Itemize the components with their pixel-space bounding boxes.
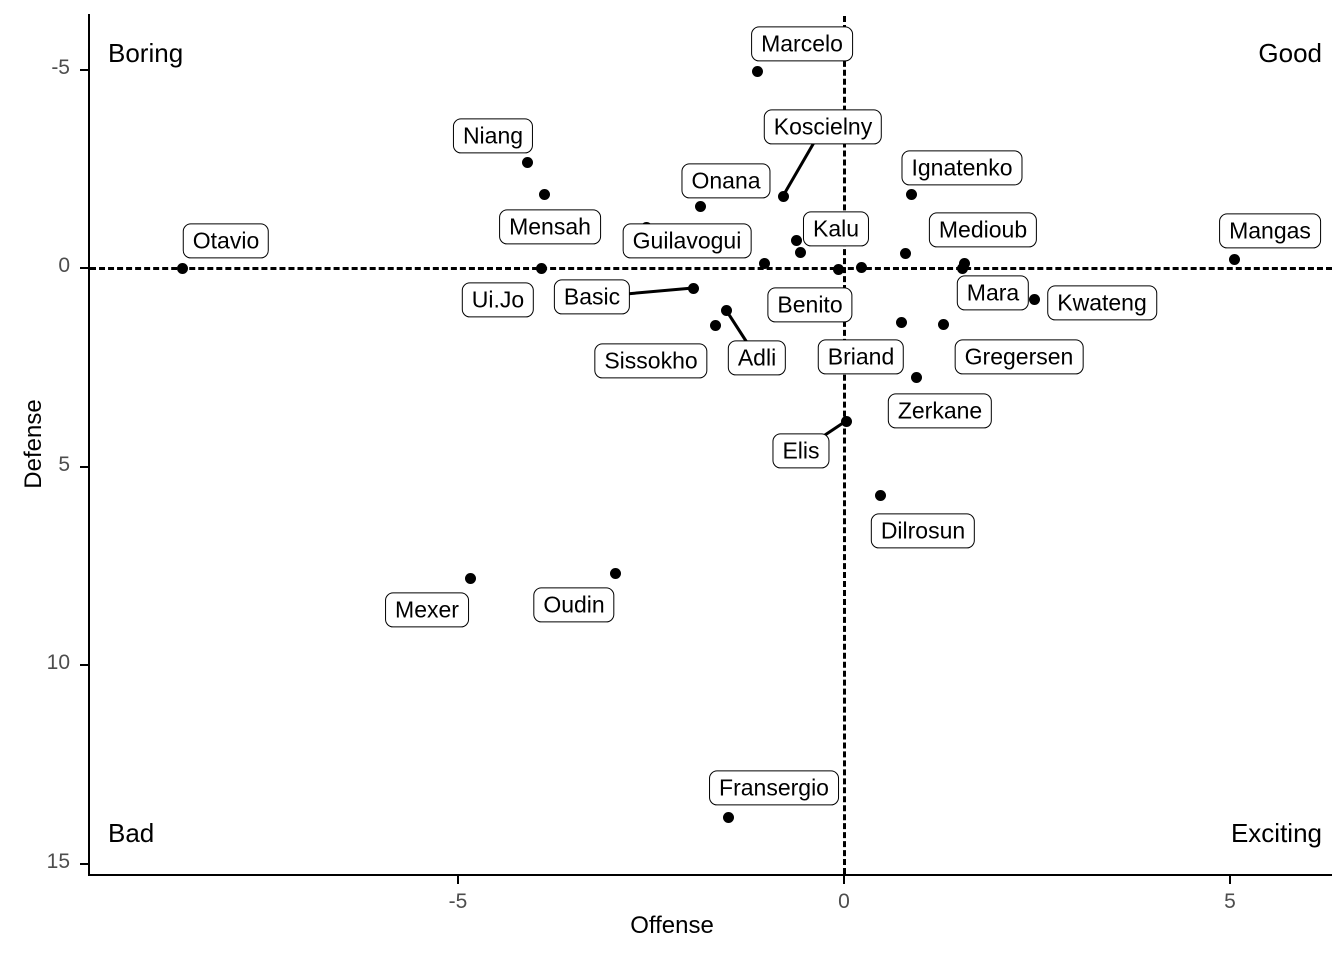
quadrant-label-boring: Boring — [108, 38, 184, 68]
quadrant-label-bad: Bad — [108, 818, 155, 848]
point-label-oudin: Oudin — [533, 587, 615, 623]
y-tick-10 — [80, 664, 88, 666]
data-point-niang — [521, 156, 533, 168]
point-label-onana: Onana — [681, 163, 771, 199]
point-label-mangas: Mangas — [1219, 213, 1321, 249]
x-tick--5 — [457, 876, 459, 884]
data-point-zerkane — [910, 371, 922, 383]
y-tick-5 — [80, 465, 88, 468]
data-point-fransergio — [722, 811, 734, 823]
y-tick-15 — [80, 862, 88, 865]
reference-line-defense-zero — [90, 267, 1332, 270]
point-label-dilrosun: Dilrosun — [870, 513, 976, 549]
point-label-benito: Benito — [767, 287, 853, 323]
data-point-gregersen — [937, 318, 949, 330]
data-point-ignatenko — [905, 188, 917, 200]
reference-line-offense-zero — [843, 16, 846, 874]
data-point-koscielny — [777, 190, 789, 202]
data-point-marcelo — [751, 65, 763, 77]
data-point-onana — [694, 200, 706, 212]
data-point-mexer — [464, 572, 476, 584]
x-tick-5 — [1229, 876, 1231, 884]
y-axis-line — [88, 14, 90, 876]
data-point-unlabeled-4 — [956, 262, 968, 274]
point-label-guilavogui: Guilavogui — [622, 223, 752, 259]
y-tick-label-10: 10 — [46, 651, 70, 674]
y-tick-label-5: 5 — [58, 452, 70, 476]
quadrant-label-good: Good — [1258, 38, 1322, 68]
data-point-oudin — [609, 567, 621, 579]
point-label-zerkane: Zerkane — [887, 393, 993, 429]
data-point-mensah — [538, 188, 550, 200]
point-label-medioub: Medioub — [928, 212, 1038, 248]
data-point-unlabeled-1 — [758, 257, 770, 269]
x-tick-label-5: 5 — [1224, 890, 1236, 913]
data-point-medioub — [899, 247, 911, 259]
data-point-kwateng — [1028, 293, 1040, 305]
data-point-briand — [895, 316, 907, 328]
y-tick-label-0: 0 — [58, 254, 70, 277]
data-point-mangas — [1228, 253, 1240, 265]
quadrant-label-exciting: Exciting — [1230, 818, 1322, 848]
point-label-elis: Elis — [772, 433, 830, 469]
data-point-basic — [687, 282, 699, 294]
data-point-unlabeled-3 — [855, 261, 867, 273]
point-label-briand: Briand — [817, 339, 905, 375]
point-label-gregersen: Gregersen — [954, 339, 1084, 375]
point-label-mexer: Mexer — [385, 592, 469, 628]
data-point-otavio — [176, 262, 188, 274]
x-tick-label--5: -5 — [448, 890, 468, 913]
point-label-otavio: Otavio — [182, 223, 270, 259]
point-label-marcelo: Marcelo — [751, 26, 853, 62]
point-label-adli: Adli — [727, 340, 787, 376]
point-label-fransergio: Fransergio — [709, 770, 839, 806]
data-point-ui-jo — [535, 262, 547, 274]
point-label-kwateng: Kwateng — [1047, 285, 1157, 321]
point-label-niang: Niang — [452, 118, 534, 154]
x-tick-label-0: 0 — [838, 890, 850, 913]
point-label-basic: Basic — [553, 279, 631, 315]
x-axis-title: Offense — [630, 912, 714, 939]
x-tick-0 — [843, 876, 845, 884]
y-tick-label-15: 15 — [46, 849, 70, 873]
point-label-koscielny: Koscielny — [763, 109, 883, 145]
data-point-dilrosun — [874, 489, 886, 501]
data-point-unlabeled-5 — [794, 246, 806, 258]
data-point-kalu — [790, 234, 802, 246]
point-label-sissokho: Sissokho — [594, 343, 708, 379]
point-label-ignatenko: Ignatenko — [901, 150, 1023, 186]
point-label-ui-jo: Ui.Jo — [461, 282, 535, 318]
data-point-elis — [840, 415, 852, 427]
data-point-unlabeled-2 — [832, 263, 844, 275]
y-tick-0 — [80, 267, 88, 269]
x-axis-line — [88, 874, 1332, 876]
point-label-mensah: Mensah — [499, 209, 601, 245]
point-label-kalu: Kalu — [802, 211, 870, 247]
y-tick--5 — [80, 68, 88, 71]
y-tick-label--5: -5 — [51, 55, 70, 79]
data-point-sissokho — [709, 319, 721, 331]
data-point-adli — [720, 304, 732, 316]
point-label-mara: Mara — [956, 275, 1030, 311]
